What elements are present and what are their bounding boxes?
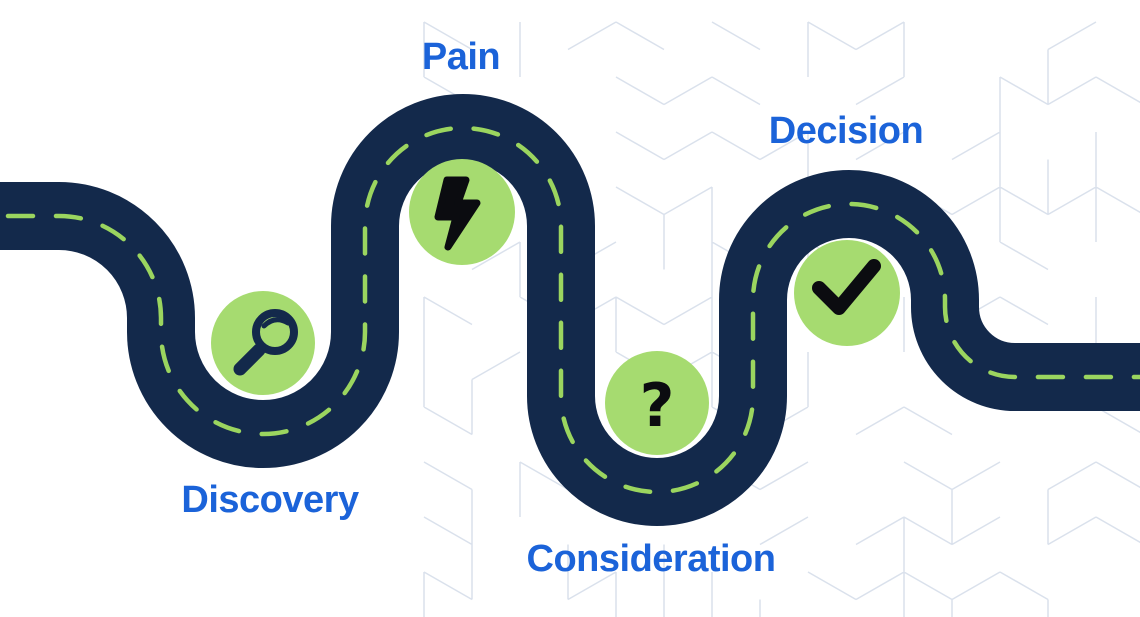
stage-node-pain (409, 159, 515, 265)
magnifier-icon (233, 309, 298, 376)
stage-node-consideration: ? (605, 351, 709, 455)
stage-label-consideration: Consideration (527, 538, 776, 580)
lightning-bolt-icon (434, 176, 481, 251)
stage-label-decision: Decision (769, 110, 923, 152)
stage-label-pain: Pain (422, 36, 500, 78)
road-center-dashed-line (0, 125, 1140, 495)
stage-node-discovery (211, 291, 315, 395)
lightning-bolt-icon-wrap (434, 176, 481, 251)
stage-circle-consideration (605, 351, 709, 455)
question-mark-icon: ? (640, 371, 675, 441)
stage-label-discovery: Discovery (181, 479, 359, 521)
checkmark-icon (812, 259, 881, 315)
magnifier-handle (233, 343, 266, 376)
magnifier-lens (252, 309, 298, 355)
stage-node-decision (794, 240, 900, 346)
magnifier-highlight (261, 317, 291, 329)
